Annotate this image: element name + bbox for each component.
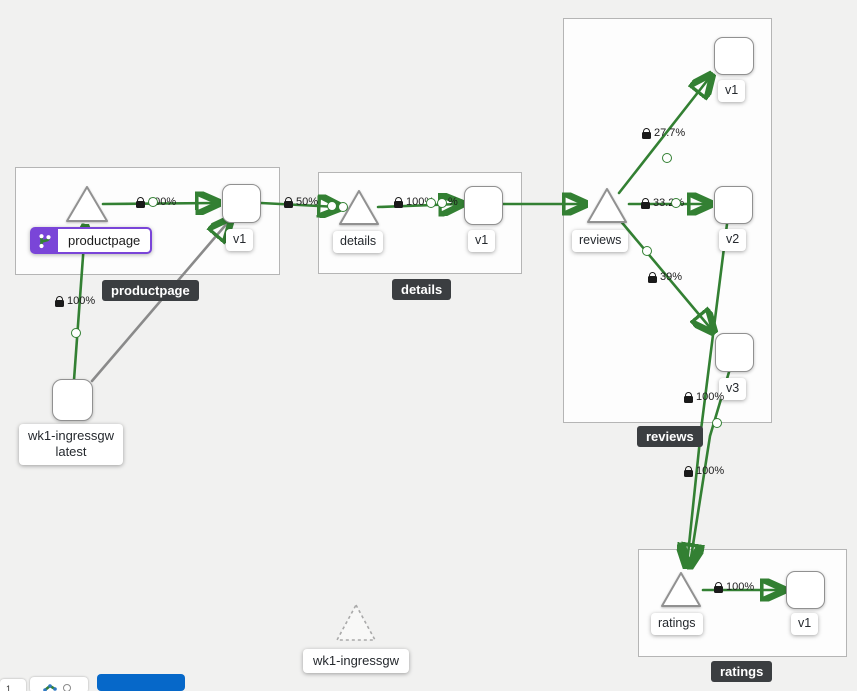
legend-button[interactable] bbox=[97, 674, 185, 691]
node-label-ratings-v1[interactable]: v1 bbox=[791, 613, 819, 635]
group-tooltip-reviews: reviews bbox=[637, 426, 703, 447]
mtls-lock-icon bbox=[642, 127, 651, 139]
edge-label-fragment-productpage-to-reviews[interactable]: % bbox=[448, 196, 458, 208]
workload-node-reviews-v1[interactable] bbox=[714, 37, 754, 75]
workload-node-ingressgw[interactable] bbox=[52, 379, 93, 421]
edge-ingress-to-productpage-v1[interactable] bbox=[90, 221, 229, 383]
help-circle-icon bbox=[63, 684, 71, 691]
mtls-lock-icon bbox=[641, 197, 650, 209]
node-label-details[interactable]: details bbox=[333, 231, 384, 253]
node-label-reviews-v3[interactable]: v3 bbox=[719, 378, 747, 400]
node-label-reviews[interactable]: reviews bbox=[572, 230, 629, 252]
zoom-indicator-value: 1 bbox=[6, 684, 12, 691]
edge-productpage-to-details[interactable] bbox=[259, 203, 338, 207]
edge-label-reviews-v2-to-ratings[interactable]: 100% bbox=[684, 391, 724, 403]
edge-label-reviews-to-v1[interactable]: 27.7% bbox=[642, 127, 685, 139]
node-label-reviews-v1[interactable]: v1 bbox=[718, 80, 746, 102]
selected-node-badge-productpage[interactable]: productpage bbox=[30, 227, 153, 254]
service-node-gateway-idle[interactable] bbox=[334, 601, 378, 643]
edge-waypoint-circle bbox=[671, 198, 681, 208]
mtls-lock-icon bbox=[136, 196, 145, 208]
edge-label-reviews-v3-to-ratings[interactable]: 100% bbox=[684, 465, 724, 477]
group-tooltip-details: details bbox=[392, 279, 452, 300]
mtls-lock-icon bbox=[394, 196, 403, 208]
service-node-productpage[interactable] bbox=[64, 184, 110, 224]
mtls-lock-icon bbox=[648, 271, 657, 283]
edge-waypoint-circle bbox=[148, 197, 158, 207]
node-label-reviews-v2[interactable]: v2 bbox=[719, 229, 747, 251]
node-label-details-v1[interactable]: v1 bbox=[468, 230, 496, 252]
graph-options-button[interactable] bbox=[30, 677, 88, 691]
graph-icon bbox=[43, 684, 57, 691]
workload-node-reviews-v3[interactable] bbox=[715, 333, 754, 372]
edge-label-productpage-to-details[interactable]: 50% bbox=[284, 196, 318, 208]
service-branch-icon bbox=[32, 229, 58, 252]
edge-waypoint-circle bbox=[437, 198, 447, 208]
edge-waypoint-circle bbox=[662, 153, 672, 163]
edge-reviews-to-v1[interactable] bbox=[617, 77, 710, 195]
workload-node-reviews-v2[interactable] bbox=[714, 186, 753, 224]
service-node-reviews[interactable] bbox=[585, 186, 629, 225]
mtls-lock-icon bbox=[55, 295, 64, 307]
node-label-ratings[interactable]: ratings bbox=[651, 613, 703, 635]
edge-reviews-to-v3[interactable] bbox=[617, 217, 712, 330]
group-tooltip-productpage: productpage bbox=[102, 280, 199, 301]
zoom-indicator-button[interactable]: 1 bbox=[0, 679, 26, 691]
mtls-lock-icon bbox=[714, 581, 723, 593]
workload-node-details-v1[interactable] bbox=[464, 186, 503, 225]
edge-waypoint-circle bbox=[327, 201, 337, 211]
edge-label-ingress-to-productpage[interactable]: 100% bbox=[55, 295, 95, 307]
workload-node-ratings-v1[interactable] bbox=[786, 571, 825, 609]
edge-waypoint-circle bbox=[426, 198, 436, 208]
group-tooltip-ratings: ratings bbox=[711, 661, 773, 682]
mtls-lock-icon bbox=[684, 465, 693, 477]
node-label-productpage-v1[interactable]: v1 bbox=[226, 229, 254, 251]
edge-ingress-to-productpage[interactable] bbox=[74, 229, 85, 382]
mtls-lock-icon bbox=[684, 391, 693, 403]
service-node-details[interactable] bbox=[337, 188, 381, 227]
node-label-ingressgw[interactable]: wk1-ingressgw latest bbox=[19, 424, 123, 465]
edge-waypoint-circle bbox=[642, 246, 652, 256]
edge-label-ratings-to-v1[interactable]: 100% bbox=[714, 581, 754, 593]
edge-waypoint-circle bbox=[712, 418, 722, 428]
node-label-gateway-service[interactable]: wk1-ingressgw bbox=[303, 649, 409, 674]
edge-waypoint-circle bbox=[71, 328, 81, 338]
node-label-productpage: productpage bbox=[68, 233, 141, 248]
edge-label-reviews-to-v3[interactable]: 39% bbox=[648, 271, 682, 283]
edge-productpage-to-v1[interactable] bbox=[101, 203, 216, 204]
edge-waypoint-circle bbox=[338, 202, 348, 212]
service-node-ratings[interactable] bbox=[659, 570, 703, 609]
workload-node-productpage-v1[interactable] bbox=[222, 184, 261, 223]
mtls-lock-icon bbox=[284, 196, 293, 208]
